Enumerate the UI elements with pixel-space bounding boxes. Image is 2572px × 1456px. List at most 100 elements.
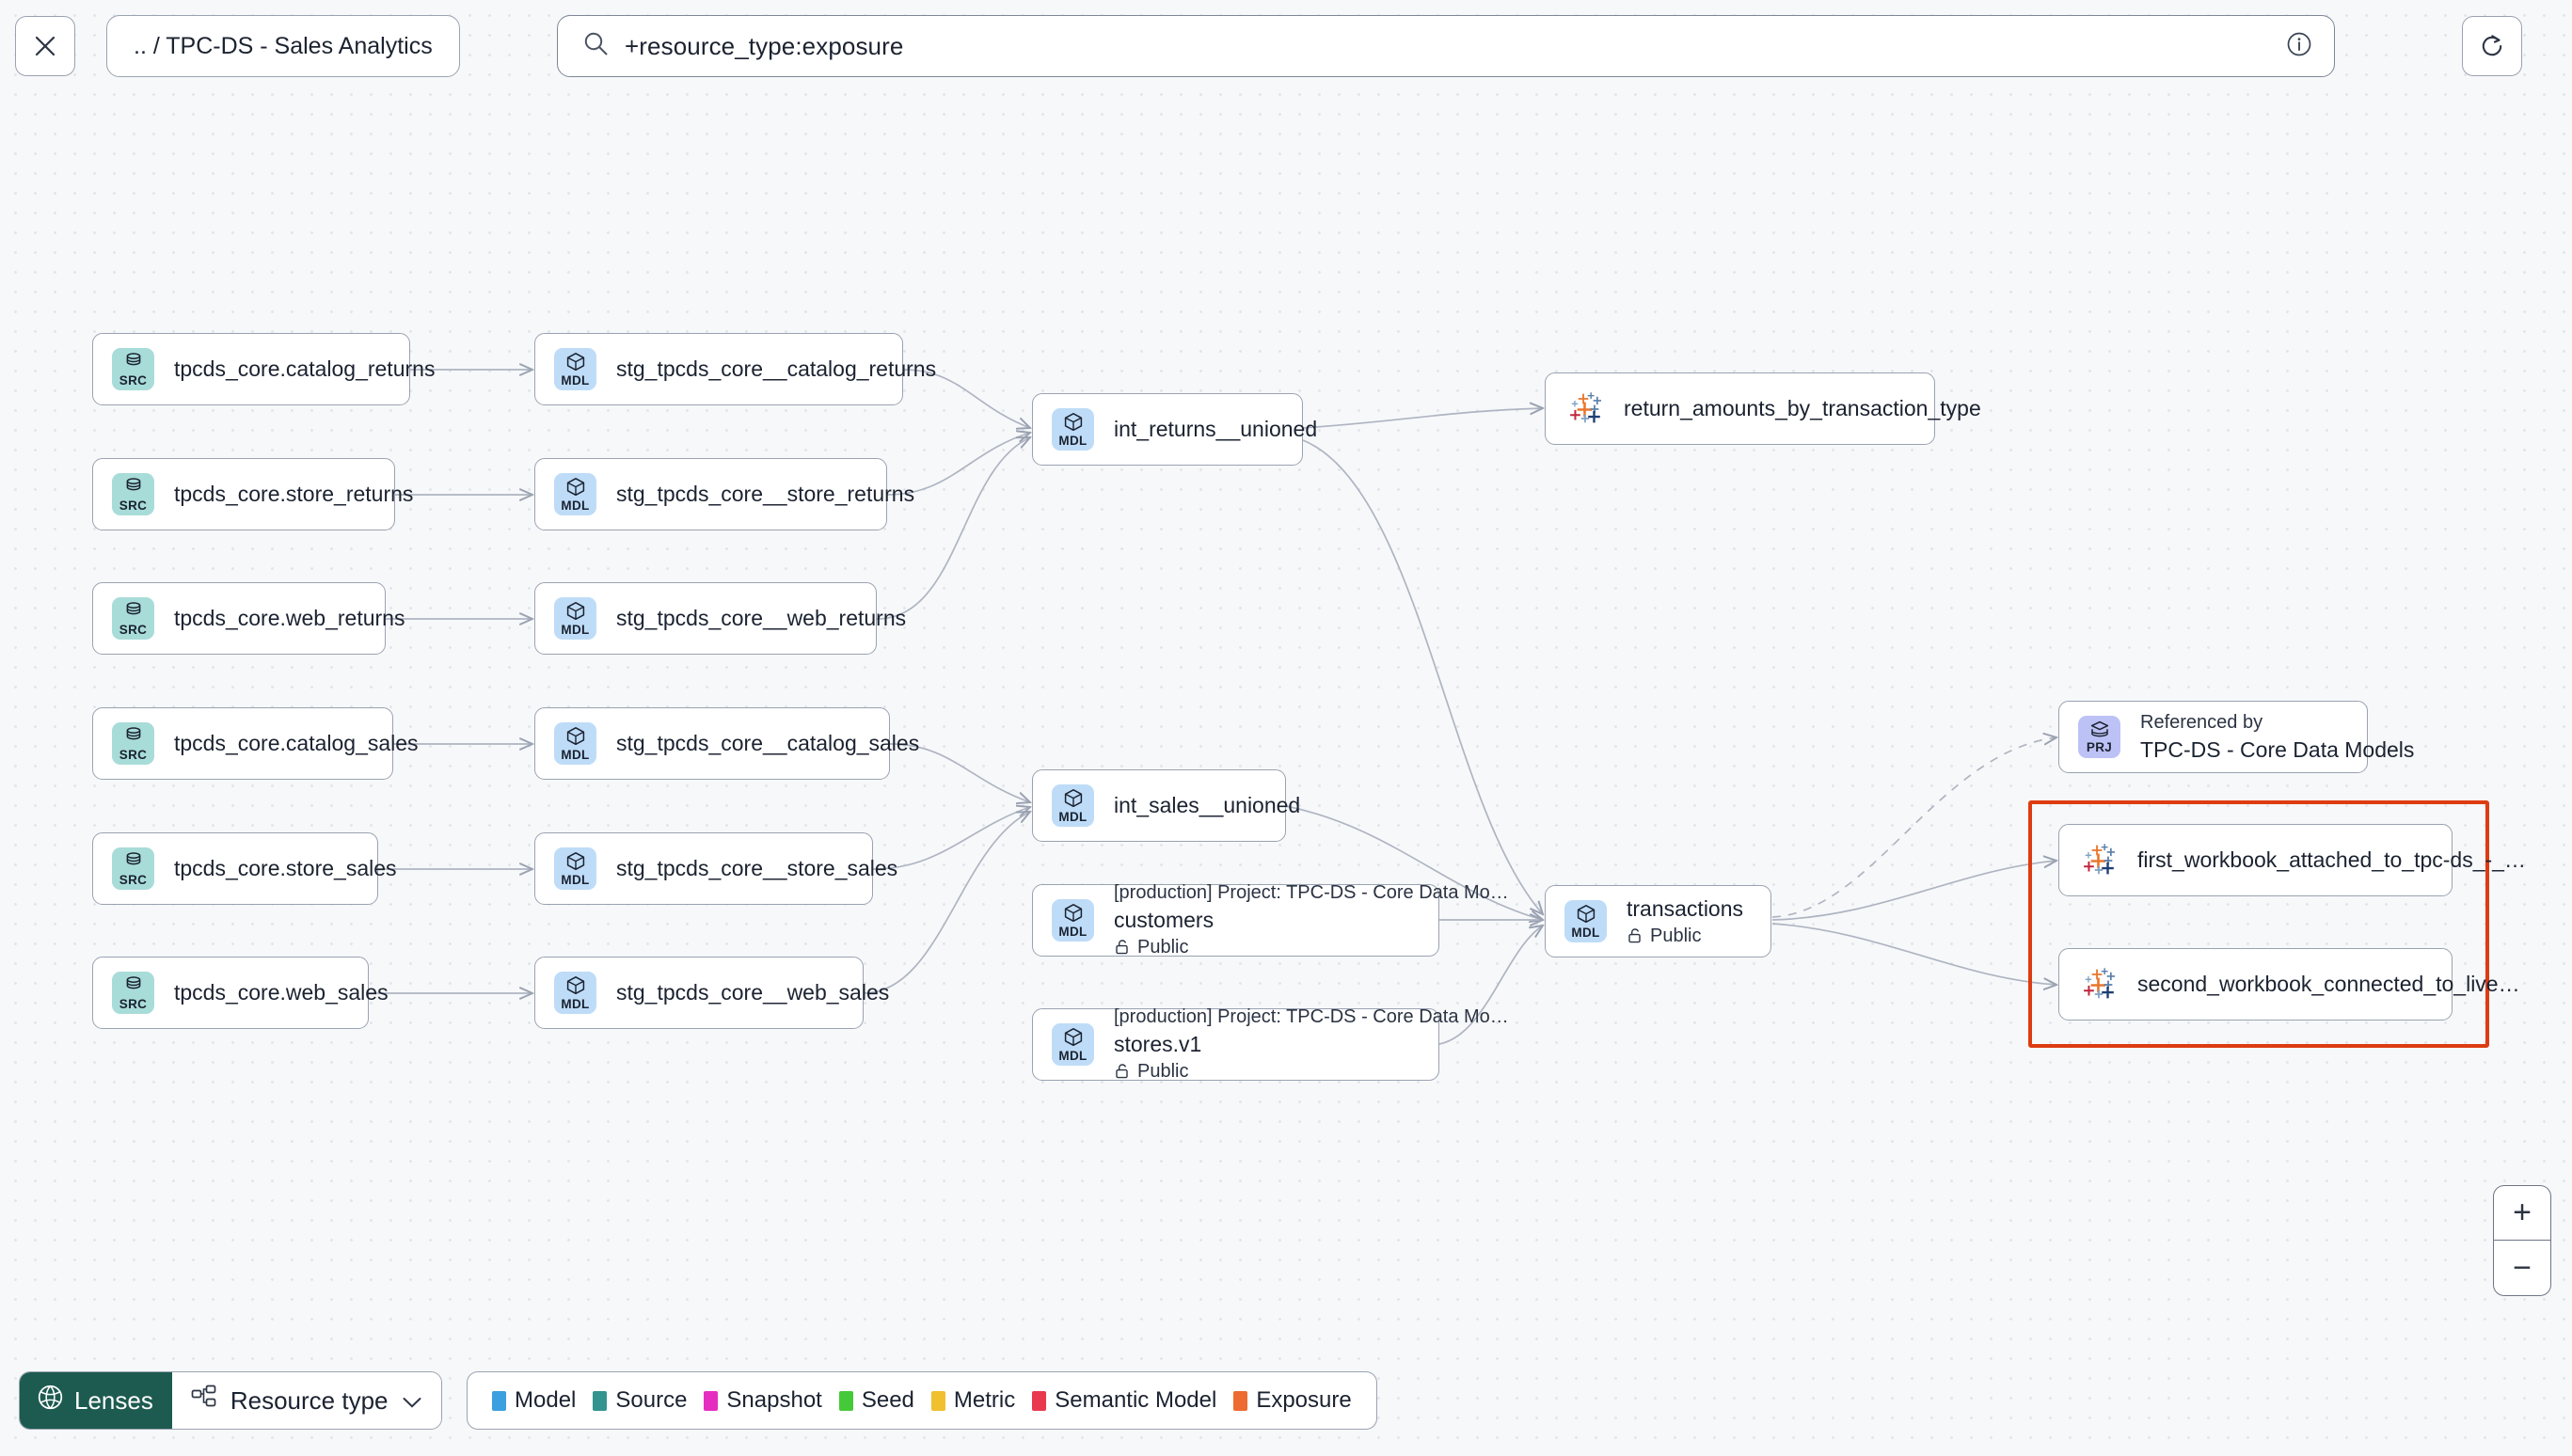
lenses-button[interactable]: Lenses	[20, 1372, 172, 1429]
node-visibility-label: Public	[1137, 937, 1189, 958]
cube-icon	[1576, 904, 1596, 925]
graph-node-int_returns_unioned[interactable]: MDL int_returns__unioned	[1032, 393, 1317, 466]
node-label-group: [production] Project: TPC-DS - Core Data…	[1114, 880, 1509, 959]
database-icon	[123, 477, 144, 498]
node-label-group: stg_tpcds_core__web_returns	[616, 604, 906, 632]
node-label-group: stg_tpcds_core__web_sales	[616, 978, 889, 1006]
breadcrumb-label: .. / TPC-DS - Sales Analytics	[134, 32, 433, 59]
legend-swatch	[1233, 1390, 1248, 1411]
zoom-out-button[interactable]: −	[2513, 1249, 2532, 1286]
legend-label: Exposure	[1256, 1387, 1352, 1413]
database-icon	[123, 975, 144, 996]
node-visibility: Public	[1114, 935, 1509, 959]
cube-icon	[566, 477, 584, 496]
cube-icon	[565, 726, 586, 747]
search-input[interactable]: +resource_type:exposure	[557, 15, 2335, 77]
legend-item-seed[interactable]: Seed	[838, 1387, 914, 1414]
graph-node-stg_store_sales[interactable]: MDL stg_tpcds_core__store_sales	[534, 832, 897, 905]
legend-item-source[interactable]: Source	[593, 1387, 687, 1414]
node-type-code: MDL	[1058, 1048, 1088, 1063]
legend-item-snapshot[interactable]: Snapshot	[704, 1387, 822, 1414]
database-icon	[126, 726, 140, 739]
hierarchy-icon	[191, 1385, 217, 1417]
node-type-badge-mdl: MDL	[554, 847, 596, 890]
graph-node-return_amounts_by_transaction_type[interactable]: return_amounts_by_transaction_type	[1545, 372, 1981, 445]
legend-swatch	[704, 1390, 719, 1411]
info-circle-icon[interactable]	[2285, 30, 2313, 63]
node-title: tpcds_core.web_sales	[174, 980, 389, 1005]
node-label-group: int_returns__unioned	[1114, 415, 1317, 443]
resource-type-legend: Model Source Snapshot Seed Metric Semantic Mo…	[467, 1371, 1377, 1430]
node-type-code: MDL	[1058, 433, 1088, 448]
node-type-badge-mdl: MDL	[554, 597, 596, 640]
cube-icon	[566, 851, 584, 870]
graph-node-src_web_sales[interactable]: SRC tpcds_core.web_sales	[92, 957, 389, 1029]
resource-type-dropdown[interactable]: Resource type	[171, 1372, 441, 1429]
close-icon	[35, 36, 56, 56]
node-title: tpcds_core.store_sales	[174, 856, 397, 881]
breadcrumb[interactable]: .. / TPC-DS - Sales Analytics	[106, 15, 460, 77]
lens-control-group: Lenses Resource type	[19, 1371, 442, 1430]
node-title: int_returns__unioned	[1114, 417, 1318, 442]
node-type-badge-prj: PRJ	[2078, 716, 2120, 758]
graph-node-stores_v1[interactable]: MDL [production] Project: TPC-DS - Core D…	[1032, 1006, 1509, 1082]
legend-label: Model	[515, 1387, 577, 1413]
cube-icon	[1063, 903, 1084, 924]
tableau-icon	[1570, 391, 1602, 422]
search-icon	[582, 30, 610, 62]
graph-node-first_workbook[interactable]: first_workbook_attached_to_tpc-ds_-_…	[2058, 824, 2526, 896]
tableau-icon	[2084, 967, 2116, 998]
node-title: tpcds_core.catalog_returns	[174, 356, 436, 382]
zoom-in-button[interactable]: +	[2494, 1186, 2550, 1241]
refresh-icon	[2482, 35, 2502, 56]
legend-label: Snapshot	[726, 1387, 822, 1413]
unlock-icon	[1628, 928, 1641, 943]
legend-item-semantic-model[interactable]: Semantic Model	[1032, 1387, 1216, 1414]
legend-label: Seed	[861, 1387, 914, 1413]
refresh-button[interactable]	[2462, 16, 2522, 76]
node-label-group: tpcds_core.catalog_returns	[174, 355, 435, 383]
node-title: tpcds_core.store_returns	[174, 482, 414, 507]
node-type-code: MDL	[1058, 924, 1088, 939]
node-type-code: MDL	[1571, 925, 1600, 940]
node-label-group: stg_tpcds_core__catalog_returns	[616, 355, 936, 383]
legend-label: Metric	[953, 1387, 1016, 1413]
lenses-label: Lenses	[74, 1385, 153, 1415]
node-title: stg_tpcds_core__catalog_returns	[616, 356, 937, 382]
node-type-code: PRJ	[2086, 739, 2113, 754]
node-type-code: SRC	[119, 747, 148, 762]
graph-node-second_workbook[interactable]: second_workbook_connected_to_live…	[2058, 948, 2520, 1021]
node-type-code: MDL	[561, 872, 590, 887]
node-type-code: MDL	[561, 622, 590, 637]
graph-node-src_catalog_returns[interactable]: SRC tpcds_core.catalog_returns	[92, 333, 435, 405]
cube-icon	[1064, 412, 1082, 431]
legend-item-model[interactable]: Model	[492, 1387, 576, 1414]
legend-item-exposure[interactable]: Exposure	[1233, 1387, 1352, 1414]
cube-icon	[565, 477, 586, 498]
node-type-badge-src: SRC	[112, 348, 154, 390]
cube-icon	[566, 975, 584, 994]
close-button[interactable]	[15, 16, 75, 76]
node-label-group: [production] Project: TPC-DS - Core Data…	[1114, 1005, 1509, 1084]
legend-label: Semantic Model	[1055, 1387, 1217, 1413]
graph-node-customers[interactable]: MDL [production] Project: TPC-DS - Core D…	[1032, 882, 1509, 957]
graph-node-stg_web_returns[interactable]: MDL stg_tpcds_core__web_returns	[534, 582, 906, 655]
node-type-code: SRC	[119, 996, 148, 1011]
database-icon	[126, 477, 140, 490]
project-icon	[2089, 720, 2110, 739]
bottom-toolbar: Lenses Resource type	[0, 1343, 2572, 1456]
node-title: stg_tpcds_core__store_sales	[616, 856, 898, 881]
legend-item-metric[interactable]: Metric	[930, 1387, 1016, 1414]
